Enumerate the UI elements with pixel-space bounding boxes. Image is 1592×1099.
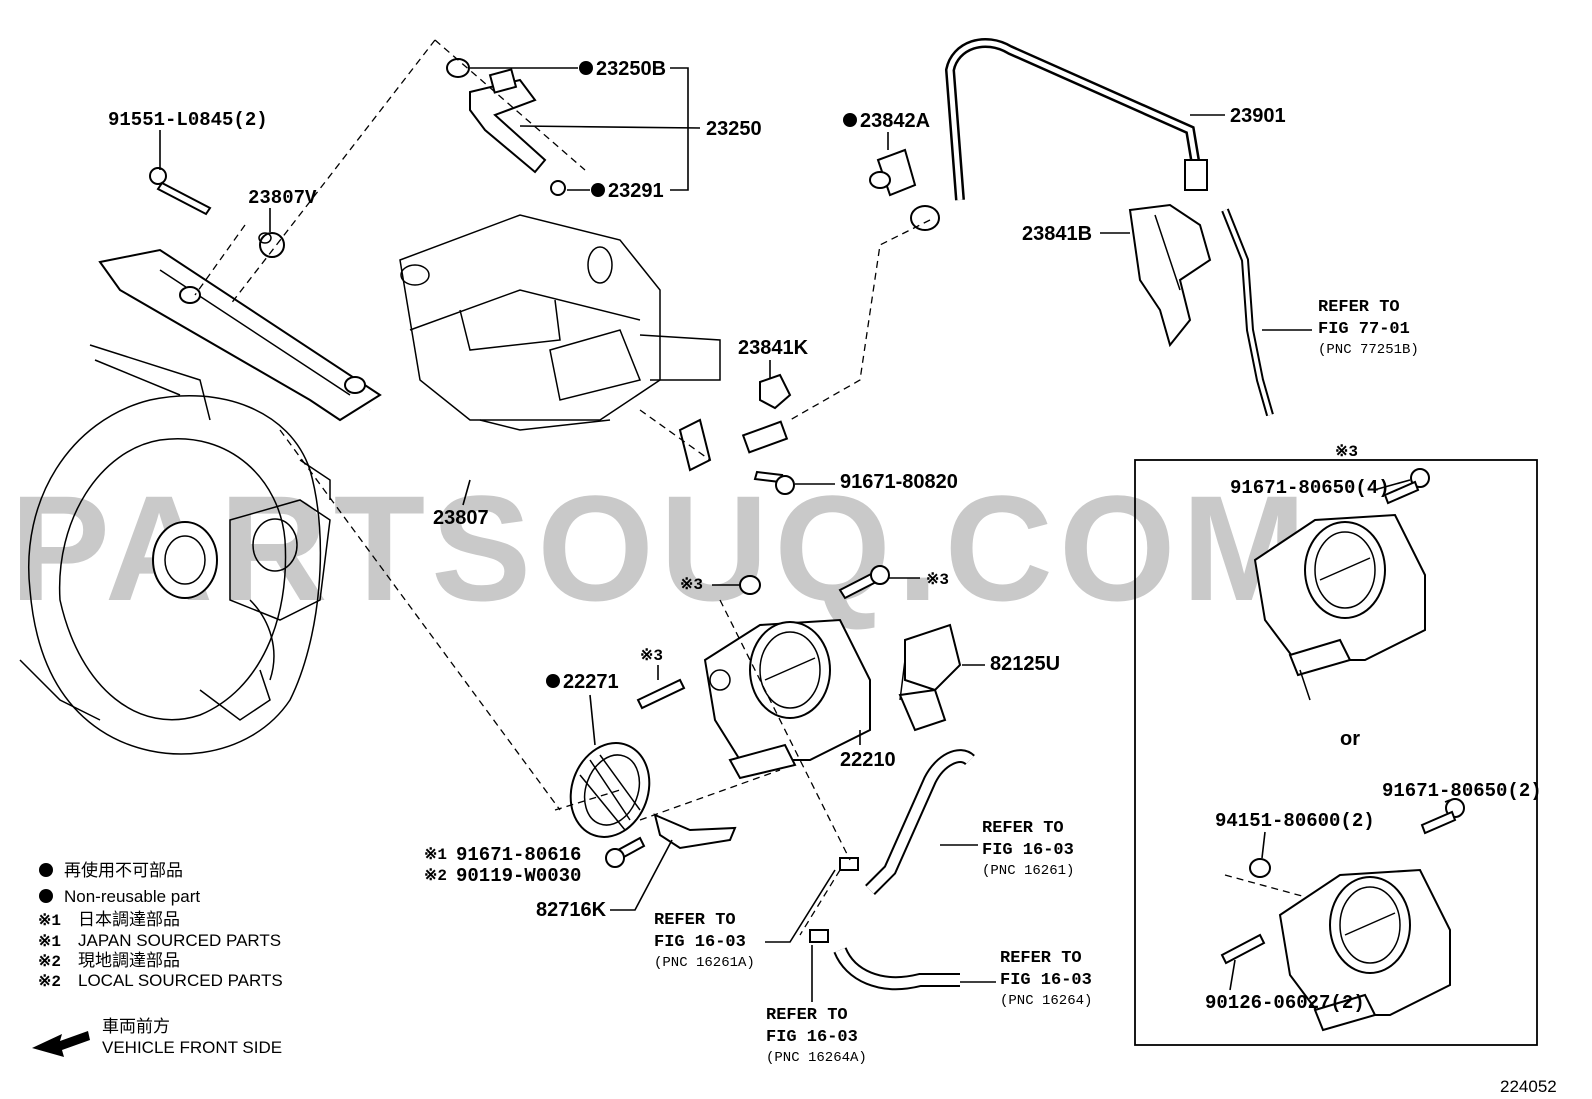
legend-nonreusable-en: Non-reusable part: [64, 887, 200, 906]
water-hose-16264[interactable]: [833, 946, 960, 991]
watermark: PARTSOUQ.COM: [10, 464, 1313, 632]
injector-23250[interactable]: [446, 58, 566, 196]
svg-text:(PNC 77251B): (PNC 77251B): [1318, 342, 1419, 358]
refer-fig16-16264[interactable]: REFER TO FIG 16-03 (PNC 16264): [960, 949, 1092, 1009]
label-23807[interactable]: 23807: [433, 507, 489, 529]
bolt-91671-80616[interactable]: [605, 836, 646, 868]
stud-bolt[interactable]: [636, 678, 686, 710]
svg-text:(PNC 16261A): (PNC 16261A): [654, 955, 755, 971]
svg-text:REFER TO: REFER TO: [1000, 949, 1082, 968]
svg-text:※1: ※1: [38, 912, 61, 930]
bolt-91551[interactable]: [149, 167, 212, 216]
front-arrow-icon: [32, 1031, 90, 1057]
sensor-82125u[interactable]: [898, 623, 962, 732]
legend-japan-en: JAPAN SOURCED PARTS: [78, 931, 281, 950]
mark-3-stud: ※3: [640, 647, 663, 665]
mark-1: ※1: [424, 846, 447, 864]
diagram-number: 224052: [1500, 1077, 1557, 1096]
fuel-line-fig77: [1221, 208, 1274, 417]
svg-text:REFER TO: REFER TO: [982, 819, 1064, 838]
svg-text:※2: ※2: [38, 953, 61, 971]
hose-fitting-b: [809, 929, 829, 943]
svg-text:※2: ※2: [38, 973, 61, 991]
nonreusable-dot: [579, 61, 593, 75]
label-23841k[interactable]: 23841K: [738, 337, 809, 359]
throttle-body-variant-a[interactable]: [1253, 468, 1430, 701]
nut[interactable]: [739, 575, 761, 595]
clamp-23841k[interactable]: [759, 373, 792, 410]
cylinder-head-drawing: [399, 214, 721, 431]
svg-text:REFER TO: REFER TO: [766, 1006, 848, 1025]
svg-text:(PNC 16261): (PNC 16261): [982, 863, 1074, 879]
legend-japan-jp: 日本調達部品: [78, 910, 180, 929]
grommet-23842a[interactable]: [869, 148, 917, 197]
legend-front-jp: 車両前方: [102, 1017, 170, 1036]
legend-nonreusable-jp: 再使用不可部品: [64, 860, 183, 880]
legend-front-en: VEHICLE FRONT SIDE: [102, 1038, 282, 1057]
intake-manifold-drawing: [19, 344, 331, 755]
svg-text:FIG 16-03: FIG 16-03: [982, 841, 1074, 860]
svg-text:(PNC 16264A): (PNC 16264A): [766, 1050, 867, 1066]
label-22271[interactable]: 22271: [563, 671, 619, 693]
svg-text:REFER TO: REFER TO: [654, 911, 736, 930]
refer-fig77[interactable]: REFER TO FIG 77-01 (PNC 77251B): [1262, 298, 1419, 358]
mark-3-inset: ※3: [1335, 443, 1358, 461]
svg-text:FIG 16-03: FIG 16-03: [654, 933, 746, 952]
legend-local-jp: 現地調達部品: [78, 951, 180, 970]
label-91551-l0845[interactable]: 91551-L0845(2): [108, 109, 268, 131]
svg-text:FIG 77-01: FIG 77-01: [1318, 320, 1410, 339]
label-91671-80820[interactable]: 91671-80820: [840, 471, 958, 493]
label-82716k[interactable]: 82716K: [536, 899, 607, 921]
bolt-91671-80820[interactable]: [753, 470, 795, 495]
hose-fitting-a: [839, 857, 859, 871]
part-labels: 91551-L0845(2) 23807V 23250B 23250 23291…: [108, 58, 1542, 1014]
svg-text:FIG 16-03: FIG 16-03: [1000, 971, 1092, 990]
label-91671-80650-4[interactable]: 91671-80650(4): [1230, 477, 1390, 499]
gasket-22271[interactable]: [558, 732, 662, 848]
throttle-body-22210[interactable]: [703, 618, 871, 780]
nonreusable-dot: [591, 183, 605, 197]
nonreusable-dot: [546, 674, 560, 688]
label-91671-80650-2[interactable]: 91671-80650(2): [1382, 780, 1542, 802]
label-82125u[interactable]: 82125U: [990, 653, 1060, 675]
svg-text:REFER TO: REFER TO: [1318, 298, 1400, 317]
refer-fig16-16261[interactable]: REFER TO FIG 16-03 (PNC 16261): [940, 819, 1074, 879]
bracket-82716k[interactable]: [653, 813, 737, 850]
refer-fig16-16264a[interactable]: REFER TO FIG 16-03 (PNC 16264A): [766, 945, 867, 1066]
label-90119-w0030[interactable]: 90119-W0030: [456, 865, 581, 887]
bolt-throttle-top[interactable]: [838, 565, 890, 600]
water-hose-16261[interactable]: [865, 749, 975, 895]
label-91671-80616[interactable]: 91671-80616: [456, 844, 581, 866]
fuel-delivery-pipe[interactable]: [98, 248, 789, 500]
label-90126-06027[interactable]: 90126-06027(2): [1205, 992, 1365, 1014]
fuel-hose-23901[interactable]: [910, 37, 1208, 231]
assembly-lines: [194, 39, 1336, 936]
mark-2: ※2: [424, 867, 447, 885]
label-23841b[interactable]: 23841B: [1022, 223, 1092, 245]
label-23291[interactable]: 23291: [608, 180, 664, 202]
refer-fig16-16261a[interactable]: REFER TO FIG 16-03 (PNC 16261A): [654, 869, 836, 971]
collar-23807v[interactable]: [258, 232, 285, 258]
nonreusable-dot: [843, 113, 857, 127]
label-23842a[interactable]: 23842A: [860, 110, 930, 132]
label-23901[interactable]: 23901: [1230, 105, 1286, 127]
mark-3-nut: ※3: [680, 576, 703, 594]
label-23250[interactable]: 23250: [706, 118, 762, 140]
label-23250b[interactable]: 23250B: [596, 58, 666, 80]
label-94151-80600[interactable]: 94151-80600(2): [1215, 810, 1375, 832]
label-23807v[interactable]: 23807V: [248, 187, 317, 209]
legend-local-en: LOCAL SOURCED PARTS: [78, 971, 283, 990]
or-text: or: [1340, 728, 1360, 750]
legend: 再使用不可部品 Non-reusable part ※1 日本調達部品 ※1 J…: [32, 860, 283, 1057]
svg-text:※1: ※1: [38, 933, 61, 951]
throttle-body-variant-b[interactable]: [1220, 798, 1465, 1032]
bracket-23841b[interactable]: [1128, 203, 1212, 348]
mark-3-bolt: ※3: [926, 571, 949, 589]
svg-text:FIG 16-03: FIG 16-03: [766, 1028, 858, 1047]
inset-box-variant: [1134, 459, 1538, 1046]
label-22210[interactable]: 22210: [840, 749, 896, 771]
svg-text:(PNC 16264): (PNC 16264): [1000, 993, 1092, 1009]
